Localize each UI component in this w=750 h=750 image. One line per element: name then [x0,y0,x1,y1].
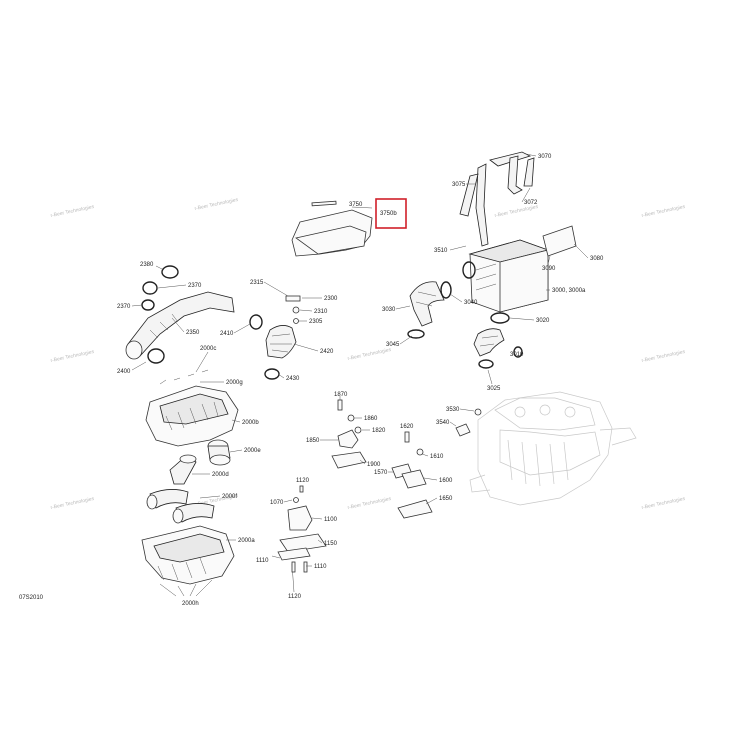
callout-2000f: 2000f [222,494,237,500]
intake-manifold-upper [145,369,239,447]
watermark: r-Beer Technologies [194,197,239,212]
diagram-code: 07S2010 [19,595,44,601]
callout-1120b: 1120 [288,594,302,600]
air-intake-tube [125,265,235,364]
callout-2000c: 2000c [200,346,216,352]
callout-1870: 1870 [334,392,348,398]
callout-2000g: 2000g [226,380,243,386]
callout-1610: 1610 [430,454,444,460]
intake-tube [169,454,197,485]
callout-2000h: 2000h [182,601,199,607]
sensor-mount [271,485,327,593]
callout-3040: 3040 [464,300,478,306]
callout-2370b: 2370 [117,304,131,310]
callout-1900: 1900 [367,462,381,468]
sensor-bracket-left [331,396,367,469]
callout-2380: 2380 [140,262,154,268]
watermark: r-Beer Technologies [641,204,686,219]
callout-2000e: 2000e [244,448,261,454]
callout-2310: 2310 [314,309,328,315]
callout-3072: 3072 [524,200,538,206]
callout-3020: 3020 [536,318,550,324]
callout-3750b: 3750b [380,211,397,217]
callout-3000: 3000, 3000a [552,288,586,294]
intercooler-hose-left [407,281,452,339]
callout-1650: 1650 [439,496,453,502]
engine-cover [291,200,373,257]
callout-3025: 3025 [487,386,501,392]
callout-3030: 3030 [382,307,396,313]
intake-manifold-lower [141,525,235,597]
small-parts-3530 [455,408,482,437]
callout-2430: 2430 [286,376,300,382]
callout-3750: 3750 [349,202,363,208]
intake-runners [146,489,215,524]
callout-3070: 3070 [538,154,552,160]
callout-3540: 3540 [436,420,450,426]
watermark: r-Beer Technologies [347,347,392,362]
callout-2300: 2300 [324,296,338,302]
callout-3080: 3080 [590,256,604,262]
callout-1120a: 1120 [296,478,310,484]
callout-3045: 3045 [386,342,400,348]
callout-2370: 2370 [188,283,202,289]
highlight-box [375,198,407,229]
callout-3530: 3530 [446,407,460,413]
callout-1820: 1820 [372,428,386,434]
callout-2410: 2410 [220,331,234,337]
callout-2350: 2350 [186,330,200,336]
callout-3090: 3090 [542,266,556,272]
watermark: r-Beer Technologies [347,496,392,511]
callout-1110a: 1110 [256,558,269,564]
callout-1860: 1860 [364,416,378,422]
watermark: r-Beer Technologies [494,204,539,219]
callout-1850: 1850 [306,438,320,444]
callout-2000a: 2000a [238,538,255,544]
watermark: r-Beer Technologies [50,496,95,511]
callout-2315: 2315 [250,280,264,286]
callout-1110b: 1110 [314,564,327,570]
engine-block [469,391,637,506]
throttle-elbow [249,295,301,380]
callout-1070: 1070 [270,500,284,506]
watermark: r-Beer Technologies [50,349,95,364]
callout-3075: 3075 [452,182,466,188]
callout-2305: 2305 [309,319,323,325]
callout-3510: 3510 [434,248,448,254]
callout-1150: 1150 [324,541,338,547]
watermark: r-Beer Technologies [641,496,686,511]
sensor-bracket-right [391,431,433,519]
callout-1100: 1100 [324,517,338,523]
callout-2000d: 2000d [212,472,229,478]
callout-2400: 2400 [117,369,131,375]
intercooler-hose-right [473,312,523,369]
callout-2000b: 2000b [242,420,259,426]
throttle-body [207,439,231,466]
callout-1620: 1620 [400,424,414,430]
callout-3010: 3010 [510,352,524,358]
callout-1570: 1570 [374,470,388,476]
watermark: r-Beer Technologies [50,204,95,219]
watermark: r-Beer Technologies [641,349,686,364]
callout-1600: 1600 [439,478,453,484]
callout-2420: 2420 [320,349,334,355]
intercooler-assembly [459,151,577,313]
